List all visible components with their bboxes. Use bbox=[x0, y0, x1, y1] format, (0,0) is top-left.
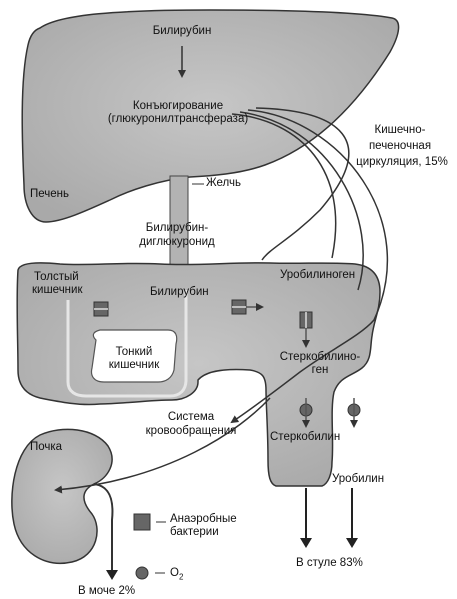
label-conjugation-line2: (глюкуронилтрансфераза) bbox=[100, 113, 256, 126]
label-diglucuronide-line2: диглюкуронид bbox=[130, 236, 224, 249]
label-bilirubin-liver: Билирубин bbox=[150, 25, 214, 38]
label-urine: В моче 2% bbox=[78, 585, 135, 598]
label-legend-bacteria-line1: Анаэробные bbox=[170, 513, 237, 526]
label-large-intestine-line2: кишечник bbox=[32, 284, 83, 297]
legend-o2-icon bbox=[136, 567, 148, 579]
label-urobilin: Уробилин bbox=[332, 473, 384, 486]
label-enterohepatic-line2: печеночная bbox=[356, 140, 444, 153]
label-urobilinogen: Уробилиноген bbox=[280, 269, 355, 282]
label-small-intestine-line2: кишечник bbox=[98, 359, 170, 372]
label-legend-o2-subscript: 2 bbox=[179, 572, 183, 581]
legend-bacteria-icon bbox=[134, 514, 150, 530]
label-conjugation-line1: Конъюгирование bbox=[100, 100, 256, 113]
label-enterohepatic-line1: Кишечно- bbox=[360, 124, 440, 137]
label-circulation-line2: кровообращения bbox=[128, 425, 254, 438]
label-stercobilinogen-line2: ген bbox=[272, 364, 368, 377]
label-small-intestine-line1: Тонкий bbox=[100, 346, 168, 359]
label-diglucuronide-line1: Билирубин- bbox=[132, 222, 222, 235]
label-bilirubin-intestine: Билирубин bbox=[150, 286, 209, 299]
label-stool: В стуле 83% bbox=[296, 557, 363, 570]
label-legend-o2: O2 bbox=[170, 567, 183, 583]
label-stercobilin: Стеркобилин bbox=[270, 431, 340, 444]
label-legend-bacteria-line2: бактерии bbox=[170, 526, 219, 539]
label-stercobilinogen-line1: Стеркобилино- bbox=[272, 351, 368, 364]
label-circulation-line1: Система bbox=[136, 411, 246, 424]
label-enterohepatic-line3: циркуляция, 15% bbox=[352, 156, 452, 169]
label-liver: Печень bbox=[30, 188, 69, 201]
label-large-intestine-line1: Толстый bbox=[34, 271, 79, 284]
label-bile: Желчь bbox=[206, 177, 241, 190]
label-legend-o2-symbol: O bbox=[170, 567, 179, 579]
label-kidney: Почка bbox=[30, 441, 62, 454]
